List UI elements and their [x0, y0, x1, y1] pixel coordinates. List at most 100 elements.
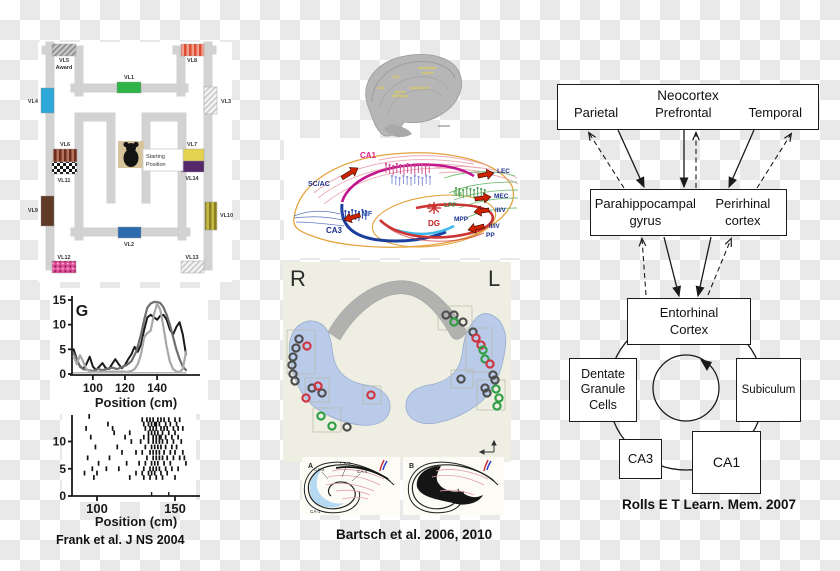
electrode-marker-red — [485, 359, 495, 369]
slice-b-svg: B — [407, 459, 499, 514]
region-label-CA-4: CA-4 — [357, 469, 368, 474]
cell-body-dot — [384, 162, 388, 166]
box-parahippocampal-perirhinal: Parahippocampal gyrus Perirhinal cortex — [590, 189, 787, 236]
y-tick-label: 10 — [53, 435, 67, 449]
box-neocortex: Neocortex Parietal Prefrontal Temporal — [557, 84, 819, 130]
cell-body-dot — [402, 174, 405, 178]
perirhinal-label: Perirhinal cortex — [715, 196, 771, 228]
rat-body — [123, 149, 139, 167]
electrode-marker-red — [313, 381, 323, 391]
cell-body-dot — [462, 188, 465, 192]
box-ca3: CA3 — [619, 439, 662, 479]
cell-body-dot — [476, 186, 479, 190]
y-tick-label: 10 — [53, 318, 67, 332]
cell-body-dot — [392, 164, 395, 168]
region-label-CA-1: CA-1 — [310, 509, 321, 514]
maze-marker-VL9 — [40, 195, 55, 227]
circuit-label-MPP: MPP — [454, 216, 469, 223]
electrode-cluster-box — [312, 407, 342, 433]
electrode-marker-green — [478, 345, 488, 355]
recurrent-arrowhead — [700, 359, 712, 371]
cell-body-dot — [428, 175, 432, 179]
panel-letter-a: A — [308, 463, 313, 470]
electrode-marker-green — [327, 421, 337, 431]
brain-label: subiculum — [410, 86, 430, 90]
caption-bartsch: Bartsch et al. 2006, 2010 — [336, 527, 493, 542]
cell-body-dot — [361, 208, 364, 212]
cell-body-dot — [402, 164, 406, 168]
maze-marker-label-VL13: VL13 — [185, 255, 198, 261]
cell-body-dot — [340, 208, 344, 212]
electrode-marker-gray — [488, 370, 498, 380]
cell-body-dot — [472, 188, 476, 192]
electrode-marker-red — [366, 390, 376, 400]
cell-body-dot — [483, 188, 486, 192]
hemisphere-label-r: R — [290, 266, 306, 291]
slice-fibers — [431, 469, 489, 496]
hemisphere-label-l: L — [488, 266, 500, 291]
circuit-blue-fibers — [293, 210, 345, 227]
maze-marker-label-VL3: VL3 — [221, 99, 231, 105]
brain-label: cortex — [422, 71, 434, 75]
panel-label-g: G — [76, 303, 88, 320]
dg-burst-line — [433, 203, 440, 209]
cell-body-dot — [357, 210, 361, 214]
electrode-marker-gray — [458, 317, 468, 327]
red-flow-arrow — [467, 222, 485, 234]
cell-body-dot — [364, 209, 367, 213]
cell-body-dot — [395, 162, 398, 166]
region-label-CA-2: CA-2 — [314, 467, 325, 472]
maze-marker-VL14 — [180, 160, 205, 173]
maze-marker-label-VL10: VL10 — [220, 213, 233, 219]
electrode-marker-gray — [480, 383, 490, 393]
recurrent-collateral-circle — [652, 354, 720, 422]
slice-outer-outline — [303, 461, 395, 514]
caption-frank: Frank et al. J NS 2004 — [56, 533, 185, 547]
slice-fibers — [325, 469, 385, 500]
maze-marker-VL7 — [180, 148, 205, 162]
x-tick-label: 100 — [83, 381, 103, 395]
cell-body-dot — [417, 175, 420, 179]
y-tick-label: 0 — [59, 367, 66, 381]
brain-sulcus-line — [387, 89, 444, 115]
maze-marker-label-VL4: VL4 — [28, 99, 39, 105]
electrode-marker-gray — [490, 375, 500, 385]
electrode-marker-red — [476, 340, 486, 350]
dg-burst-line — [428, 203, 435, 209]
circuit-label-IIIV: II/IV — [489, 224, 500, 230]
start-label-line2: Position — [146, 162, 166, 168]
ca1-shaded-region — [309, 468, 344, 508]
x-tick-label: 120 — [115, 381, 135, 395]
vessel-icon — [379, 459, 388, 472]
brain-label: dentatus — [392, 94, 408, 98]
electrode-marker-gray — [291, 343, 301, 353]
box-entorhinal: Entorhinal Cortex — [627, 298, 751, 345]
maze-marker-VL13 — [180, 260, 205, 274]
cell-body-dot — [425, 174, 428, 178]
maze-marker-label-VL9: VL9 — [28, 208, 38, 214]
neocortex-area-parietal: Parietal — [574, 104, 619, 120]
electrode-marker-gray — [342, 422, 352, 432]
neocortex-title: Neocortex — [657, 88, 719, 103]
circuit-inner-outline — [371, 194, 497, 248]
brain-sulcus-line — [371, 61, 456, 103]
cell-body-dot — [399, 163, 402, 167]
dg-burst-line — [433, 207, 440, 213]
start-label-line1: Starting — [146, 154, 165, 160]
maze-marker-label-VL6: VL6 — [60, 142, 70, 148]
maze-marker-VL8 — [180, 43, 205, 57]
cell-body-dot — [413, 164, 416, 168]
maze-marker-VL10 — [204, 201, 218, 231]
cell-body-dot — [409, 176, 413, 180]
cell-body-dot — [458, 187, 461, 191]
rat-ear — [123, 141, 129, 148]
cell-body-dot — [406, 162, 409, 166]
electrode-marker-green — [316, 411, 326, 421]
slice-inner-outline — [411, 464, 495, 510]
